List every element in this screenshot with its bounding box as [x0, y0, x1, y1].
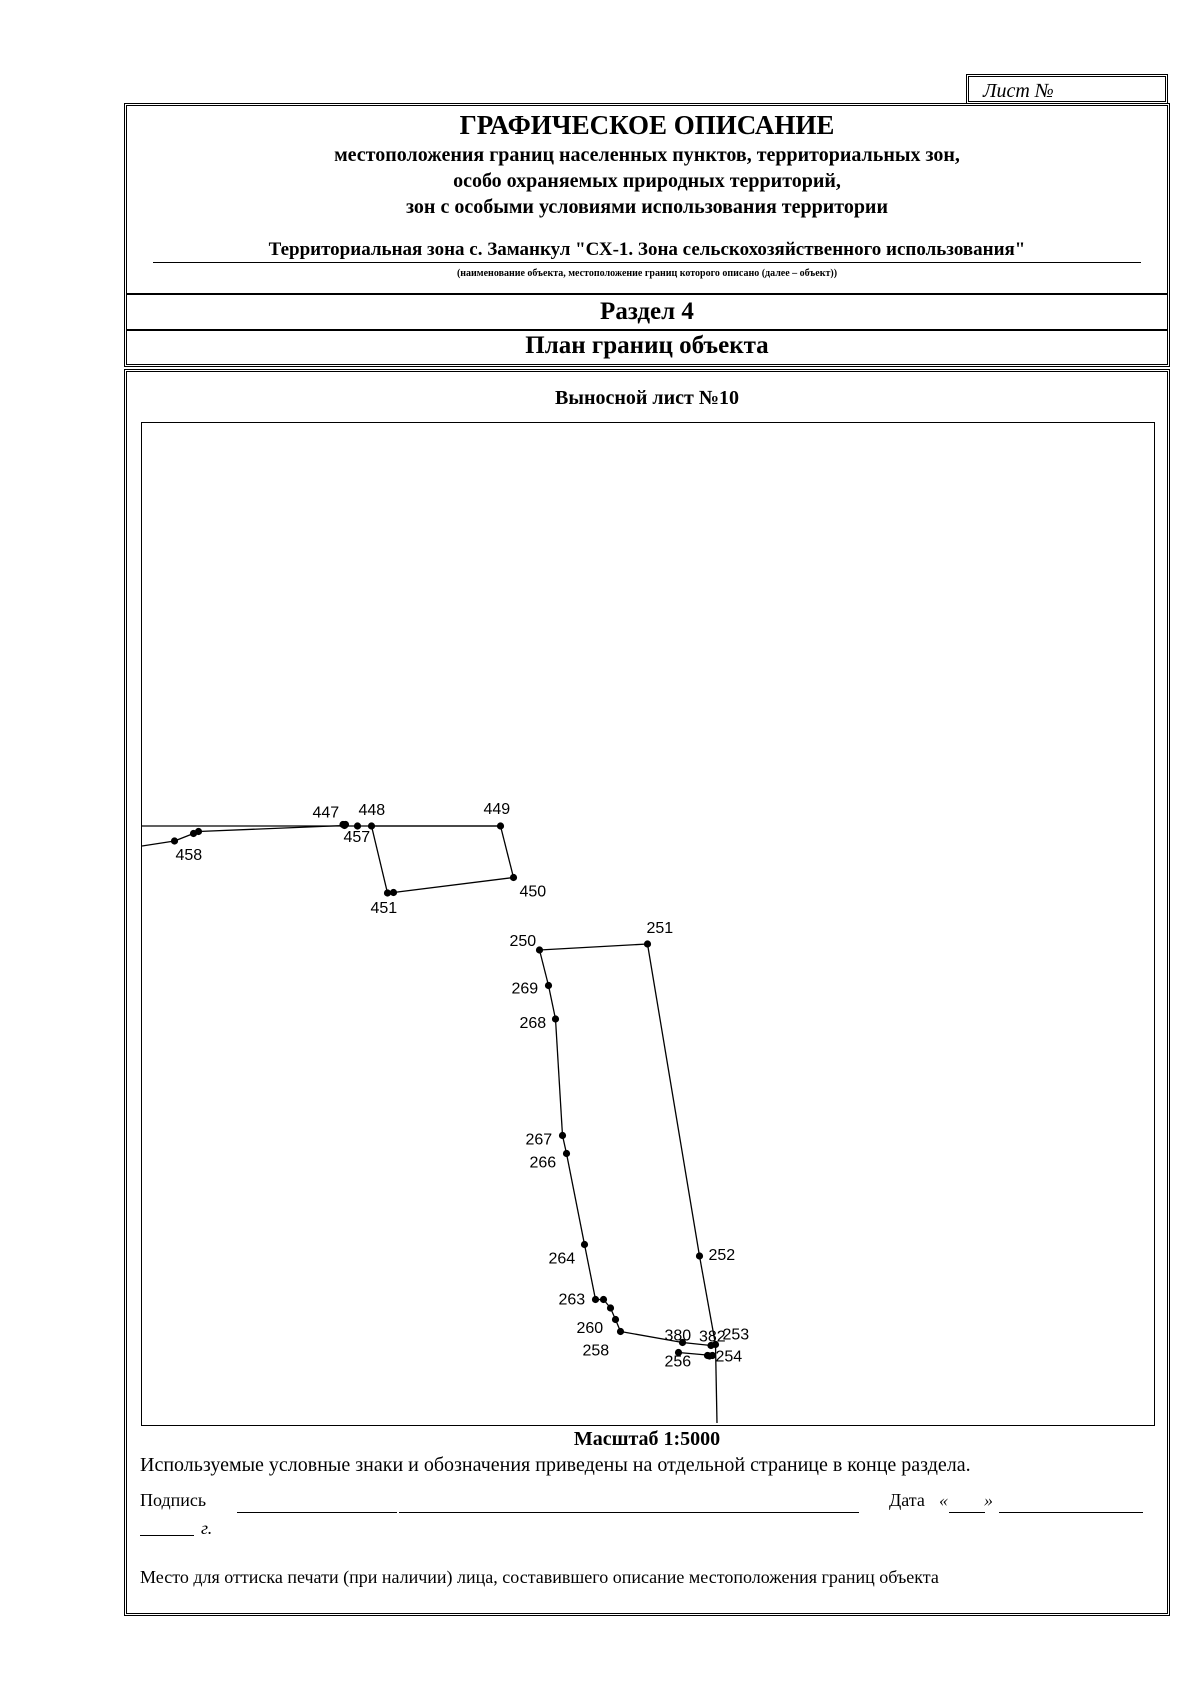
boundary-segment	[142, 840, 175, 847]
point-label-263: 263	[559, 1292, 586, 1309]
boundary-plan-drawing: 447 448 457 449 450 451 458 250 251 269 268 267 266 2…	[142, 801, 750, 1424]
boundary-point	[695, 1252, 704, 1260]
date-quotes: «»	[939, 1490, 993, 1511]
subtitle-line-2: особо охраняемых природных территорий,	[453, 170, 841, 192]
boundary-point	[616, 1327, 625, 1336]
boundary-point	[606, 1304, 615, 1312]
boundary-point	[339, 820, 347, 829]
boundary-segment	[565, 1153, 586, 1245]
boundary-point	[643, 940, 652, 948]
boundary-point	[509, 873, 518, 882]
boundary-segment	[393, 876, 514, 894]
point-label-251: 251	[647, 920, 674, 937]
point-label-448: 448	[359, 802, 386, 819]
signature-name-line	[399, 1512, 859, 1513]
point-label-380: 380	[665, 1328, 692, 1345]
legend-note: Используемые условные знаки и обозначени…	[140, 1454, 971, 1476]
boundary-segment	[370, 825, 389, 894]
object-name: Территориальная зона с. Заманкул "СХ-1. …	[153, 239, 1141, 263]
subtitle-line-1: местоположения границ населенных пунктов…	[334, 144, 960, 166]
boundary-point	[705, 1352, 714, 1360]
boundary-points	[170, 820, 720, 1360]
boundary-point	[580, 1240, 589, 1249]
boundary-segment	[554, 1018, 564, 1136]
year-suffix: г.	[201, 1518, 213, 1538]
point-label-449: 449	[484, 801, 511, 818]
boundary-point	[599, 1295, 608, 1304]
boundary-point	[170, 837, 179, 845]
boundary-point	[674, 1348, 683, 1357]
boundary-point	[389, 888, 398, 897]
boundary-plan: 447 448 457 449 450 451 458 250 251 269 268 267 266 2…	[141, 422, 1155, 1426]
plan-scale: Масштаб 1:5000	[573, 1428, 721, 1450]
point-label-253: 253	[723, 1327, 750, 1344]
object-name-note: (наименование объекта, местоположение гр…	[456, 268, 838, 279]
point-label-260: 260	[577, 1320, 604, 1337]
boundary-point	[535, 946, 544, 954]
boundary-point	[678, 1338, 687, 1347]
point-label-266: 266	[530, 1155, 557, 1172]
boundary-point	[551, 1015, 560, 1023]
boundary-lines	[142, 824, 718, 1424]
boundary-point	[353, 822, 362, 830]
point-label-450: 450	[520, 884, 547, 901]
signature-label: Подпись	[140, 1490, 207, 1510]
boundary-segment	[198, 824, 345, 833]
document-header: ГРАФИЧЕСКОЕ ОПИСАНИЕ местоположения гран…	[124, 103, 1170, 367]
point-label-256: 256	[665, 1354, 692, 1371]
point-label-250: 250	[510, 933, 537, 950]
boundary-segment	[583, 1244, 597, 1300]
date-day-line	[949, 1512, 985, 1513]
boundary-segment	[646, 943, 701, 1257]
boundary-segment	[547, 985, 557, 1020]
signature-line	[237, 1512, 397, 1513]
point-label-264: 264	[549, 1251, 576, 1268]
point-label-252: 252	[709, 1247, 736, 1264]
sheet-number-label: Лист №	[983, 80, 1054, 102]
sheet-number-box: Лист №	[966, 74, 1168, 104]
subtitle-line-3: зон с особыми условиями использования те…	[406, 196, 888, 218]
point-label-267: 267	[526, 1132, 553, 1149]
stamp-note: Место для оттиска печати (при наличии) л…	[140, 1567, 939, 1587]
boundary-segment	[538, 949, 550, 986]
header-divider	[127, 329, 1167, 331]
point-label-458: 458	[176, 847, 203, 864]
header-divider	[127, 293, 1167, 295]
point-label-269: 269	[512, 981, 539, 998]
boundary-point	[562, 1149, 571, 1158]
point-labels: 447 448 457 449 450 451 458 250 251 269 268 267 266 2…	[176, 801, 750, 1371]
boundary-point	[544, 981, 553, 990]
boundary-point	[591, 1295, 600, 1304]
boundary-segment	[499, 825, 515, 878]
boundary-point	[558, 1131, 567, 1140]
section-title: План границ объекта	[525, 332, 769, 359]
point-label-451: 451	[371, 900, 398, 917]
document-title: ГРАФИЧЕСКОЕ ОПИСАНИЕ	[459, 110, 835, 140]
section-number: Раздел 4	[600, 298, 694, 325]
boundary-point	[496, 822, 505, 830]
boundary-point	[367, 822, 376, 830]
point-label-457: 457	[344, 829, 371, 846]
date-month-line	[999, 1512, 1143, 1513]
boundary-point	[611, 1315, 620, 1324]
date-close-quote: »	[984, 1490, 993, 1510]
date-label: Дата	[889, 1490, 925, 1510]
point-label-268: 268	[520, 1015, 547, 1032]
boundary-segment	[682, 1341, 712, 1347]
date-open-quote: «	[939, 1490, 948, 1510]
boundary-segment	[539, 943, 648, 951]
boundary-segment	[714, 1344, 718, 1424]
point-label-447: 447	[313, 805, 340, 822]
plan-sheet: Выносной лист №10 447 448 457 449 450 451 458 2…	[124, 369, 1170, 1616]
boundary-point	[711, 1340, 720, 1349]
point-label-382: 382	[699, 1329, 726, 1346]
insert-sheet-title: Выносной лист №10	[555, 387, 739, 409]
boundary-point	[383, 889, 392, 897]
boundary-segment	[620, 1330, 683, 1344]
point-label-258: 258	[583, 1343, 610, 1360]
point-label-254: 254	[716, 1349, 743, 1366]
boundary-point	[194, 827, 203, 836]
boundary-segment	[698, 1255, 717, 1345]
date-year-line	[140, 1535, 194, 1536]
